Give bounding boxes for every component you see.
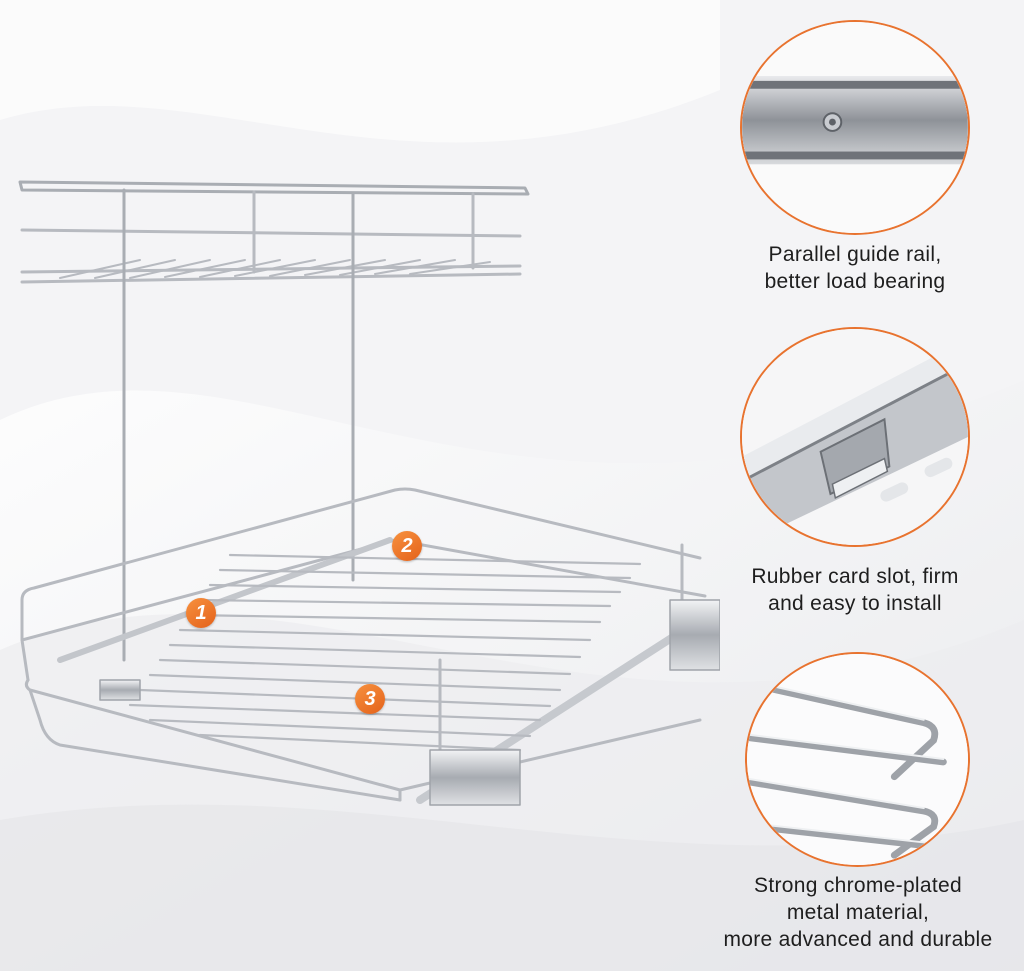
chrome-wire-closeup-icon — [747, 654, 968, 865]
caption-line: more advanced and durable — [723, 928, 993, 951]
caption-line: and easy to install — [768, 592, 942, 615]
feature-2-caption: Rubber card slot, firm and easy to insta… — [715, 563, 995, 617]
guide-rail-closeup-icon — [742, 22, 968, 233]
caption-line: metal material, — [786, 901, 930, 924]
feature-3-caption: Strong chrome-plated metal material, mor… — [700, 872, 1016, 953]
badge-1: 1 — [186, 598, 216, 628]
feature-3-closeup — [745, 652, 970, 867]
product-illustration — [18, 180, 720, 806]
feature-1-caption: Parallel guide rail, better load bearing — [720, 241, 990, 295]
basket-wireframe — [18, 180, 720, 806]
caption-line: Strong chrome-plated — [754, 874, 962, 897]
badge-2: 2 — [392, 531, 422, 561]
caption-line: Parallel guide rail, — [768, 243, 942, 266]
feature-1-closeup — [740, 20, 970, 235]
card-slot-closeup-icon — [742, 329, 968, 545]
feature-2-closeup — [740, 327, 970, 547]
caption-line: Rubber card slot, firm — [751, 565, 959, 588]
caption-line: better load bearing — [764, 270, 946, 293]
badge-3: 3 — [355, 684, 385, 714]
